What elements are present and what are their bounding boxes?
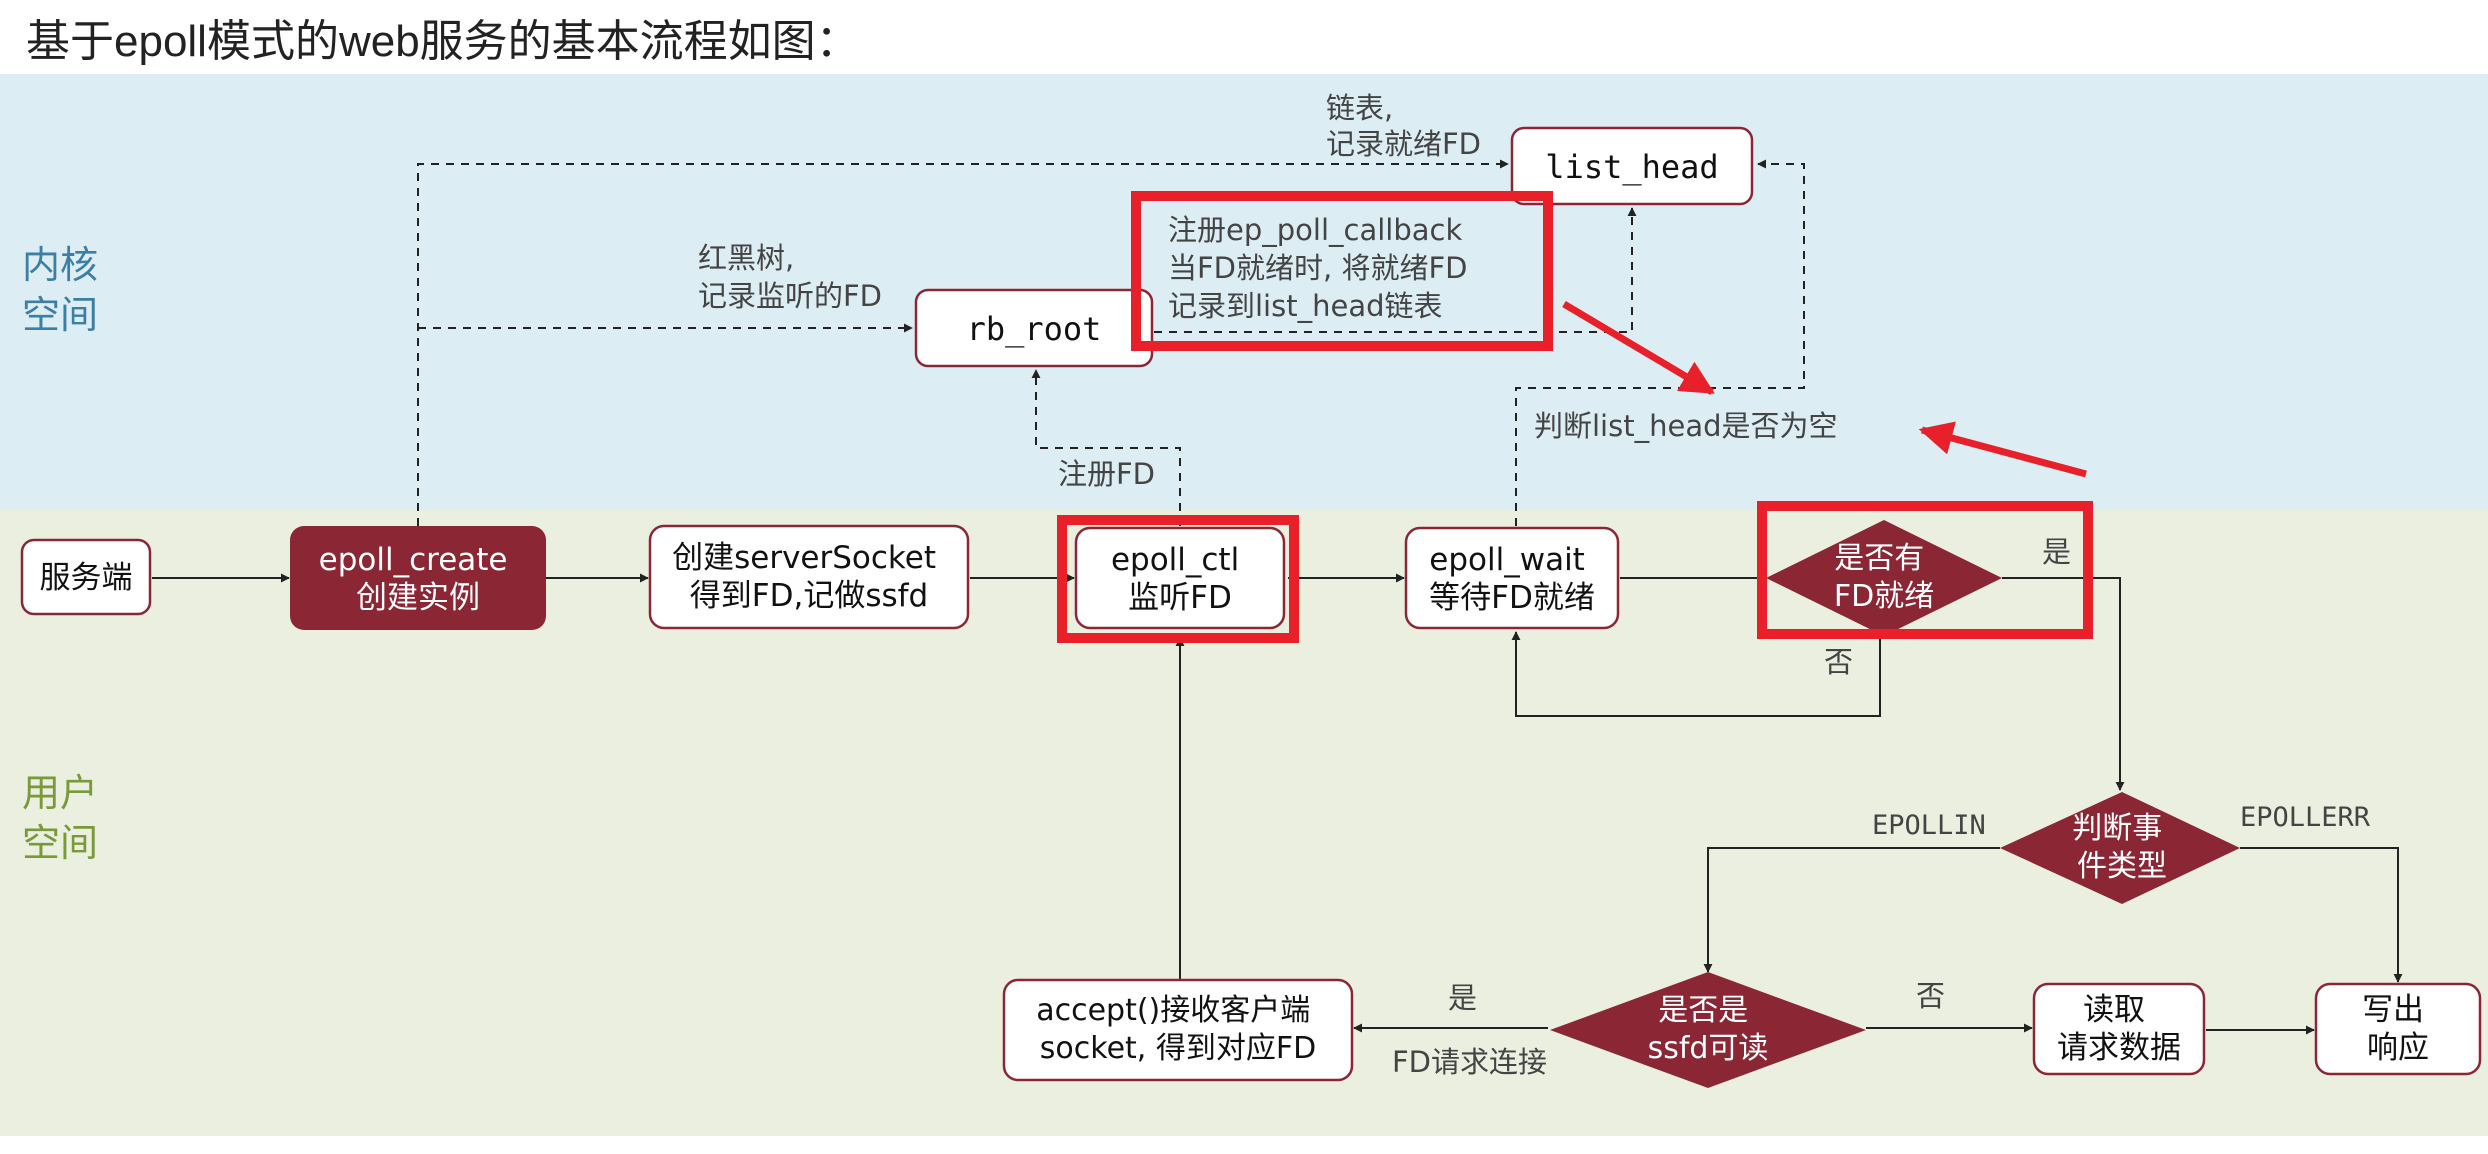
ssfd-no-label: 否	[1916, 979, 1945, 1013]
highlight-is-ready	[1757, 501, 2093, 639]
decision-is-ssfd-line: ssfd可读	[1648, 1031, 1769, 1066]
rb-tree-note: 红黑树, 记录监听的FD	[698, 241, 882, 313]
node-create-socket-line: 创建serverSocket	[672, 540, 936, 576]
decision-is-ready-label: 是否有 FD就绪	[1834, 541, 1934, 614]
node-epoll-wait	[1404, 526, 1620, 630]
decision-event-type-label: 判断事 件类型	[2072, 811, 2172, 884]
node-epoll-create-label: epoll_create 创建实例	[319, 542, 518, 616]
node-epoll-wait-line: epoll_wait	[1429, 542, 1585, 578]
node-rb-root	[914, 288, 1154, 368]
node-epoll-ctl-line: 监听FD	[1128, 580, 1232, 616]
node-epoll-create-line: 创建实例	[356, 580, 480, 616]
node-list-head-label: list_head	[1545, 148, 1718, 186]
user-space-label: 用户 空间	[22, 771, 110, 865]
epollerr-label: EPOLLERR	[2240, 802, 2371, 833]
decision-event-type-line: 判断事	[2072, 811, 2162, 846]
decision-is-ssfd-label: 是否是 ssfd可读	[1648, 993, 1769, 1066]
node-accept	[1002, 978, 1354, 1082]
ready-yes-label: 是	[2042, 535, 2071, 569]
edge-wait-check-list	[1515, 159, 1805, 526]
node-read	[2032, 982, 2206, 1076]
node-create-socket	[648, 524, 970, 630]
register-fd-label: 注册FD	[1058, 457, 1155, 491]
edge-callback-to-listhead	[1154, 207, 1637, 333]
callback-note-line: 记录到list_head链表	[1168, 289, 1443, 323]
decision-is-ready-line: 是否有	[1834, 541, 1924, 576]
callback-note: 注册ep_poll_callback 当FD就绪时, 将就绪FD 记录到list…	[1168, 213, 1477, 323]
decision-is-ssfd	[1550, 972, 1866, 1088]
node-read-label: 读取 请求数据	[2057, 992, 2181, 1066]
highlight-epoll-ctl	[1057, 515, 1299, 643]
highlight-callback	[1131, 191, 1553, 351]
node-create-socket-label: 创建serverSocket 得到FD,记做ssfd	[672, 540, 946, 614]
node-epoll-ctl	[1074, 526, 1286, 630]
node-write-line: 响应	[2367, 1030, 2429, 1066]
node-write-label: 写出 响应	[2362, 992, 2434, 1066]
node-server-label: 服务端	[40, 560, 133, 596]
dashed-connectors	[417, 159, 1805, 526]
red-arrow-callback	[1562, 300, 1715, 396]
ssfd-yes-label: 是	[1448, 981, 1477, 1015]
node-list-head	[1510, 126, 1754, 206]
decision-is-ready-line: FD就绪	[1834, 579, 1934, 614]
kernel-space-label-line: 内核	[22, 243, 98, 287]
edge-ready-yes	[2002, 577, 2125, 791]
node-epoll-create	[290, 526, 546, 630]
highlight-group	[1057, 191, 2093, 643]
edge-epollerr	[2240, 847, 2403, 983]
decision-event-type	[2000, 792, 2240, 904]
node-epoll-ctl-label: epoll_ctl 监听FD	[1111, 542, 1249, 616]
node-accept-line: accept()接收客户端	[1036, 993, 1310, 1028]
kernel-space-label-line: 空间	[22, 293, 98, 337]
node-epoll-create-line: epoll_create	[319, 542, 508, 578]
rb-tree-note-line: 红黑树,	[698, 241, 794, 275]
node-read-line: 请求数据	[2057, 1030, 2181, 1066]
node-accept-line: socket, 得到对应FD	[1040, 1031, 1316, 1066]
decision-is-ready	[1766, 520, 2002, 636]
linked-list-note: 链表, 记录就绪FD	[1326, 91, 1481, 161]
rb-tree-note-line: 记录监听的FD	[698, 279, 882, 313]
node-epoll-wait-label: epoll_wait 等待FD就绪	[1429, 542, 1595, 616]
callback-note-line: 注册ep_poll_callback	[1168, 213, 1462, 247]
ready-no-label: 否	[1824, 645, 1853, 679]
edge-epollin	[1703, 847, 2000, 973]
node-write-line: 写出	[2362, 992, 2424, 1028]
edge-ctl-register	[1031, 369, 1181, 526]
linked-list-note-line: 链表,	[1326, 91, 1393, 125]
epollin-label: EPOLLIN	[1872, 810, 1986, 841]
node-write	[2314, 982, 2482, 1076]
node-server	[20, 538, 152, 616]
node-read-line: 读取	[2083, 992, 2145, 1028]
decision-is-ssfd-line: 是否是	[1658, 993, 1748, 1028]
user-space-label-line: 用户	[22, 771, 98, 815]
node-epoll-wait-line: 等待FD就绪	[1429, 580, 1595, 616]
node-accept-label: accept()接收客户端 socket, 得到对应FD	[1036, 993, 1320, 1066]
ssfd-conn-label: FD请求连接	[1392, 1045, 1547, 1079]
node-create-socket-line: 得到FD,记做ssfd	[690, 578, 928, 614]
linked-list-note-line: 记录就绪FD	[1326, 127, 1481, 161]
decision-event-type-line: 件类型	[2077, 849, 2167, 884]
page-title: 基于epoll模式的web服务的基本流程如图：	[26, 17, 860, 66]
node-epoll-ctl-line: epoll_ctl	[1111, 542, 1239, 578]
red-arrow-check	[1918, 421, 2087, 478]
edge-ready-no-loop	[1511, 625, 1881, 717]
edge-create-to-listhead	[417, 159, 1509, 526]
solid-connectors	[152, 573, 2403, 1035]
kernel-space-region	[0, 74, 2488, 510]
node-rb-root-label: rb_root	[967, 310, 1102, 348]
check-list-label: 判断list_head是否为空	[1534, 409, 1838, 443]
kernel-space-label: 内核 空间	[22, 243, 110, 337]
callback-note-line: 当FD就绪时, 将就绪FD	[1168, 251, 1467, 285]
user-space-label-line: 空间	[22, 821, 98, 865]
